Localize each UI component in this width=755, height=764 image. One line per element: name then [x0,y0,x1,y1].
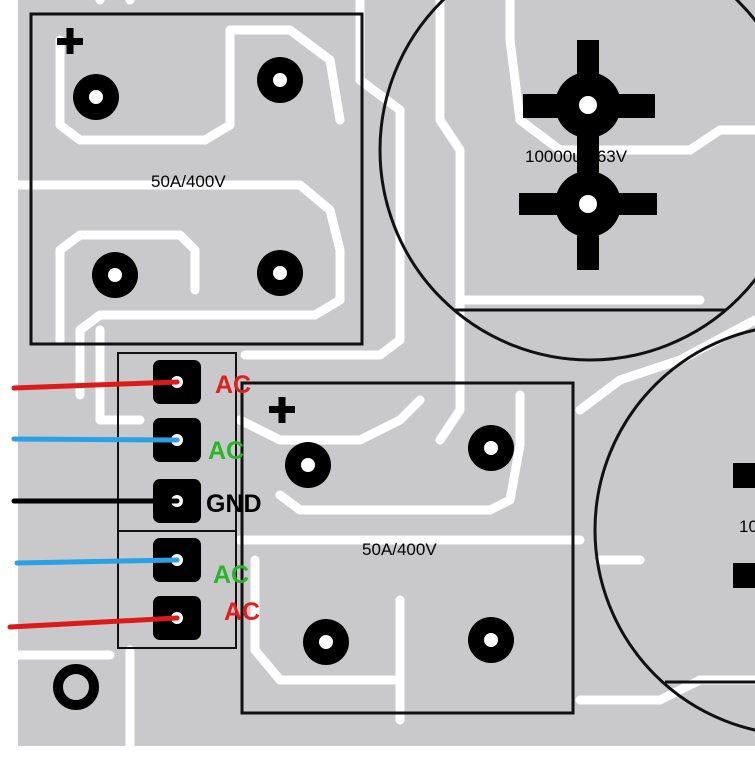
pin-label-ac-4: AC [224,598,260,626]
connector-outline-lower [117,530,237,649]
capacitor-right-pads-partial [733,463,755,588]
bridge-bottom-rating-label: 50A/400V [362,540,437,559]
isolation-traces [13,0,755,751]
capacitor-top-outline [378,0,755,362]
capacitor-top-value-label: 10000uF/63V [525,147,628,166]
plus-marker-top [57,28,83,54]
wire-ac-red-1 [11,379,180,391]
wire-ac-red-2 [7,615,180,630]
bridge-bottom-outline [240,381,575,715]
wire-ac-blue-2 [14,557,180,566]
wire-ac-blue-1 [11,436,180,443]
capacitor-top-pad-2 [519,145,657,270]
capacitor-top-pad-1 [523,40,655,170]
bridge-top-outline [29,12,364,346]
bridge-bottom-pads [285,425,514,665]
bridge-top-rating-label: 50A/400V [151,172,226,191]
pin-label-ac-2: AC [208,437,244,465]
pin-label-ac-3: AC [213,561,249,589]
bridge-top-pads [73,57,303,298]
plus-marker-bottom [269,397,295,423]
mounting-hole [53,664,99,710]
capacitor-right-outline [593,328,755,732]
pin-label-ac-1: AC [215,371,251,399]
pin-label-gnd: GND [206,490,262,518]
capacitor-right-value-label: 10 [739,517,755,536]
